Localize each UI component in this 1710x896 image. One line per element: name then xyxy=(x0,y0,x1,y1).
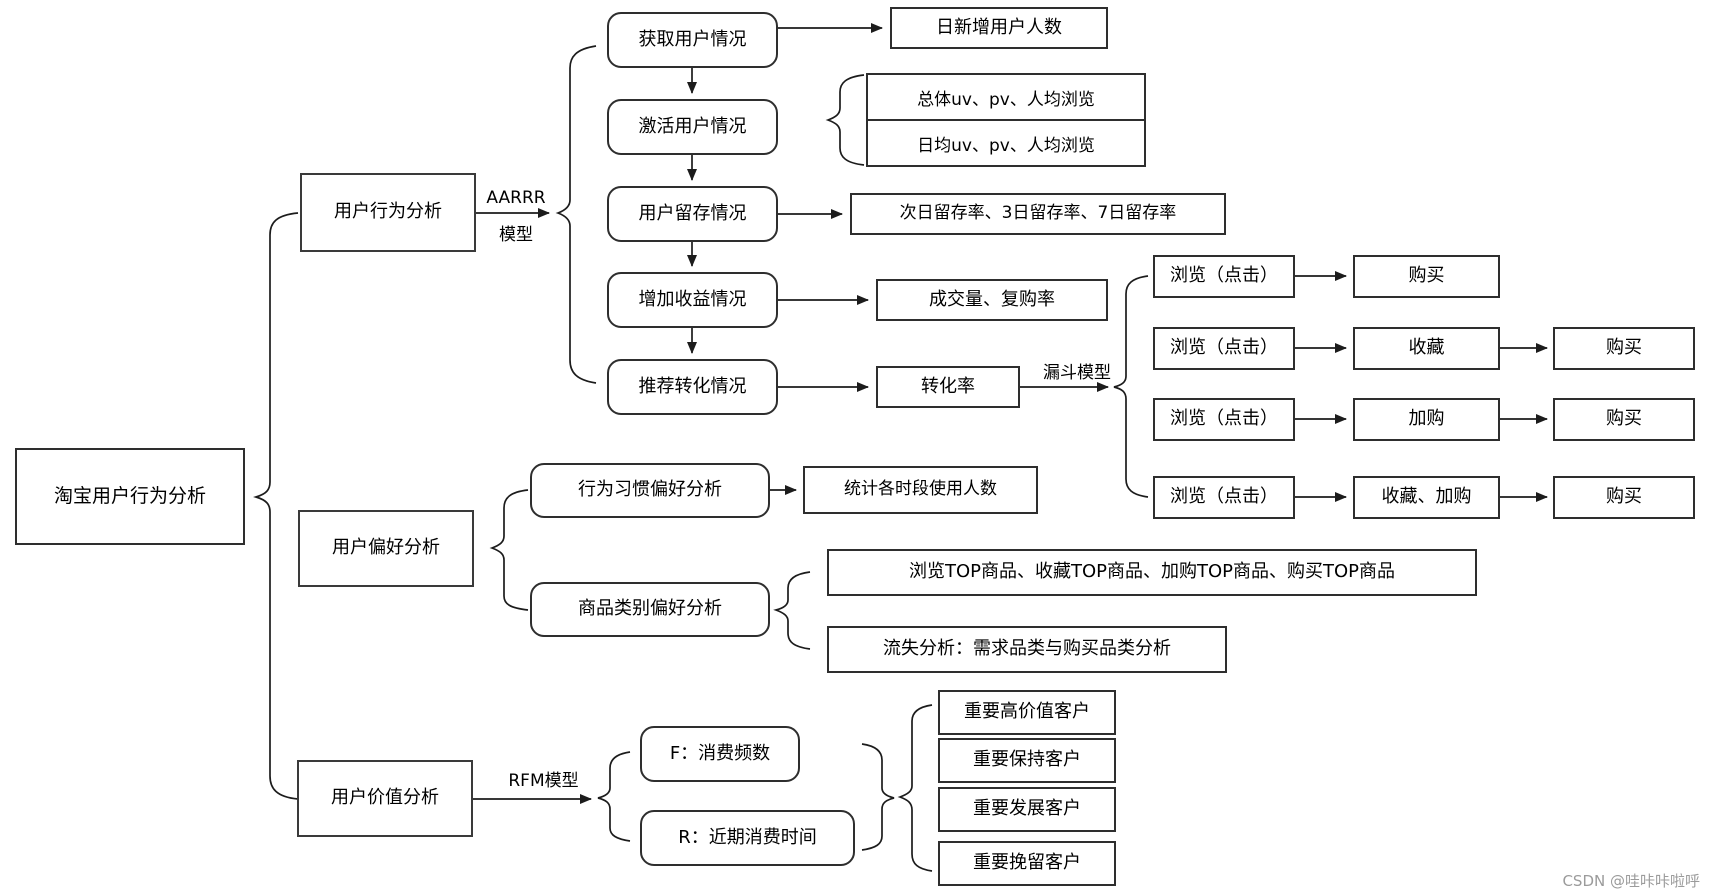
metric-activation-daily: 日均uv、pv、人均浏览 xyxy=(868,119,1144,165)
metric-new-users: 日新增用户人数 xyxy=(890,7,1108,49)
funnel-row2-step1: 浏览（点击） xyxy=(1153,327,1295,370)
funnel-model-label: 漏斗模型 xyxy=(1043,362,1111,383)
aarrr-model-label-line2: 模型 xyxy=(499,224,533,245)
funnel-row4-step1: 浏览（点击） xyxy=(1153,476,1295,519)
stage-activation: 激活用户情况 xyxy=(607,99,778,155)
metric-activation-table: 总体uv、pv、人均浏览 日均uv、pv、人均浏览 xyxy=(866,73,1146,167)
rfm-recency: R：近期消费时间 xyxy=(640,810,855,866)
funnel-row3-step3: 购买 xyxy=(1553,398,1695,441)
stage-referral: 推荐转化情况 xyxy=(607,359,778,415)
segment-develop: 重要发展客户 xyxy=(938,787,1116,832)
branch-value: 用户价值分析 xyxy=(297,760,473,837)
branch-preference: 用户偏好分析 xyxy=(298,510,474,587)
pref-category-analysis: 商品类别偏好分析 xyxy=(530,582,770,637)
brace-aarrr xyxy=(555,45,597,384)
segment-keep: 重要保持客户 xyxy=(938,738,1116,783)
funnel-row3-step2: 加购 xyxy=(1353,398,1500,441)
metric-activation-overall: 总体uv、pv、人均浏览 xyxy=(917,89,1095,110)
branch-behavior: 用户行为分析 xyxy=(300,173,476,252)
metric-usage-by-time: 统计各时段使用人数 xyxy=(803,466,1038,514)
funnel-row4-step2: 收藏、加购 xyxy=(1353,476,1500,519)
aarrr-model-label-line1: AARRR xyxy=(486,188,546,208)
pref-habit-analysis: 行为习惯偏好分析 xyxy=(530,463,770,518)
segment-high-value: 重要高价值客户 xyxy=(938,690,1116,735)
csdn-watermark: CSDN @哇咔咔啦呼 xyxy=(1562,872,1700,890)
metric-top-products: 浏览TOP商品、收藏TOP商品、加购TOP商品、购买TOP商品 xyxy=(827,549,1477,596)
funnel-row3-step1: 浏览（点击） xyxy=(1153,398,1295,441)
brace-segments xyxy=(897,704,933,872)
brace-activation-metrics xyxy=(825,74,865,166)
funnel-row2-step2: 收藏 xyxy=(1353,327,1500,370)
metric-conversion-rate: 转化率 xyxy=(876,366,1020,408)
segment-retain: 重要挽留客户 xyxy=(938,841,1116,886)
rfm-frequency: F：消费频数 xyxy=(640,726,800,782)
brace-preference xyxy=(489,489,529,611)
brace-rfm-close xyxy=(861,743,895,851)
root-node: 淘宝用户行为分析 xyxy=(15,448,245,545)
stage-revenue: 增加收益情况 xyxy=(607,272,778,328)
brace-funnel xyxy=(1113,275,1149,498)
funnel-row4-step3: 购买 xyxy=(1553,476,1695,519)
stage-retention: 用户留存情况 xyxy=(607,186,778,242)
funnel-row2-step3: 购买 xyxy=(1553,327,1695,370)
metric-gmv-repurchase: 成交量、复购率 xyxy=(876,279,1108,321)
funnel-row1-step2: 购买 xyxy=(1353,255,1500,298)
brace-category-metrics xyxy=(773,571,811,650)
metric-retention-rates: 次日留存率、3日留存率、7日留存率 xyxy=(850,193,1226,235)
rfm-model-label: RFM模型 xyxy=(508,770,579,791)
metric-churn-analysis: 流失分析：需求品类与购买品类分析 xyxy=(827,626,1227,673)
stage-acquisition: 获取用户情况 xyxy=(607,12,778,68)
funnel-row1-step1: 浏览（点击） xyxy=(1153,255,1295,298)
brace-rfm xyxy=(597,751,631,842)
brace-root xyxy=(253,212,299,800)
